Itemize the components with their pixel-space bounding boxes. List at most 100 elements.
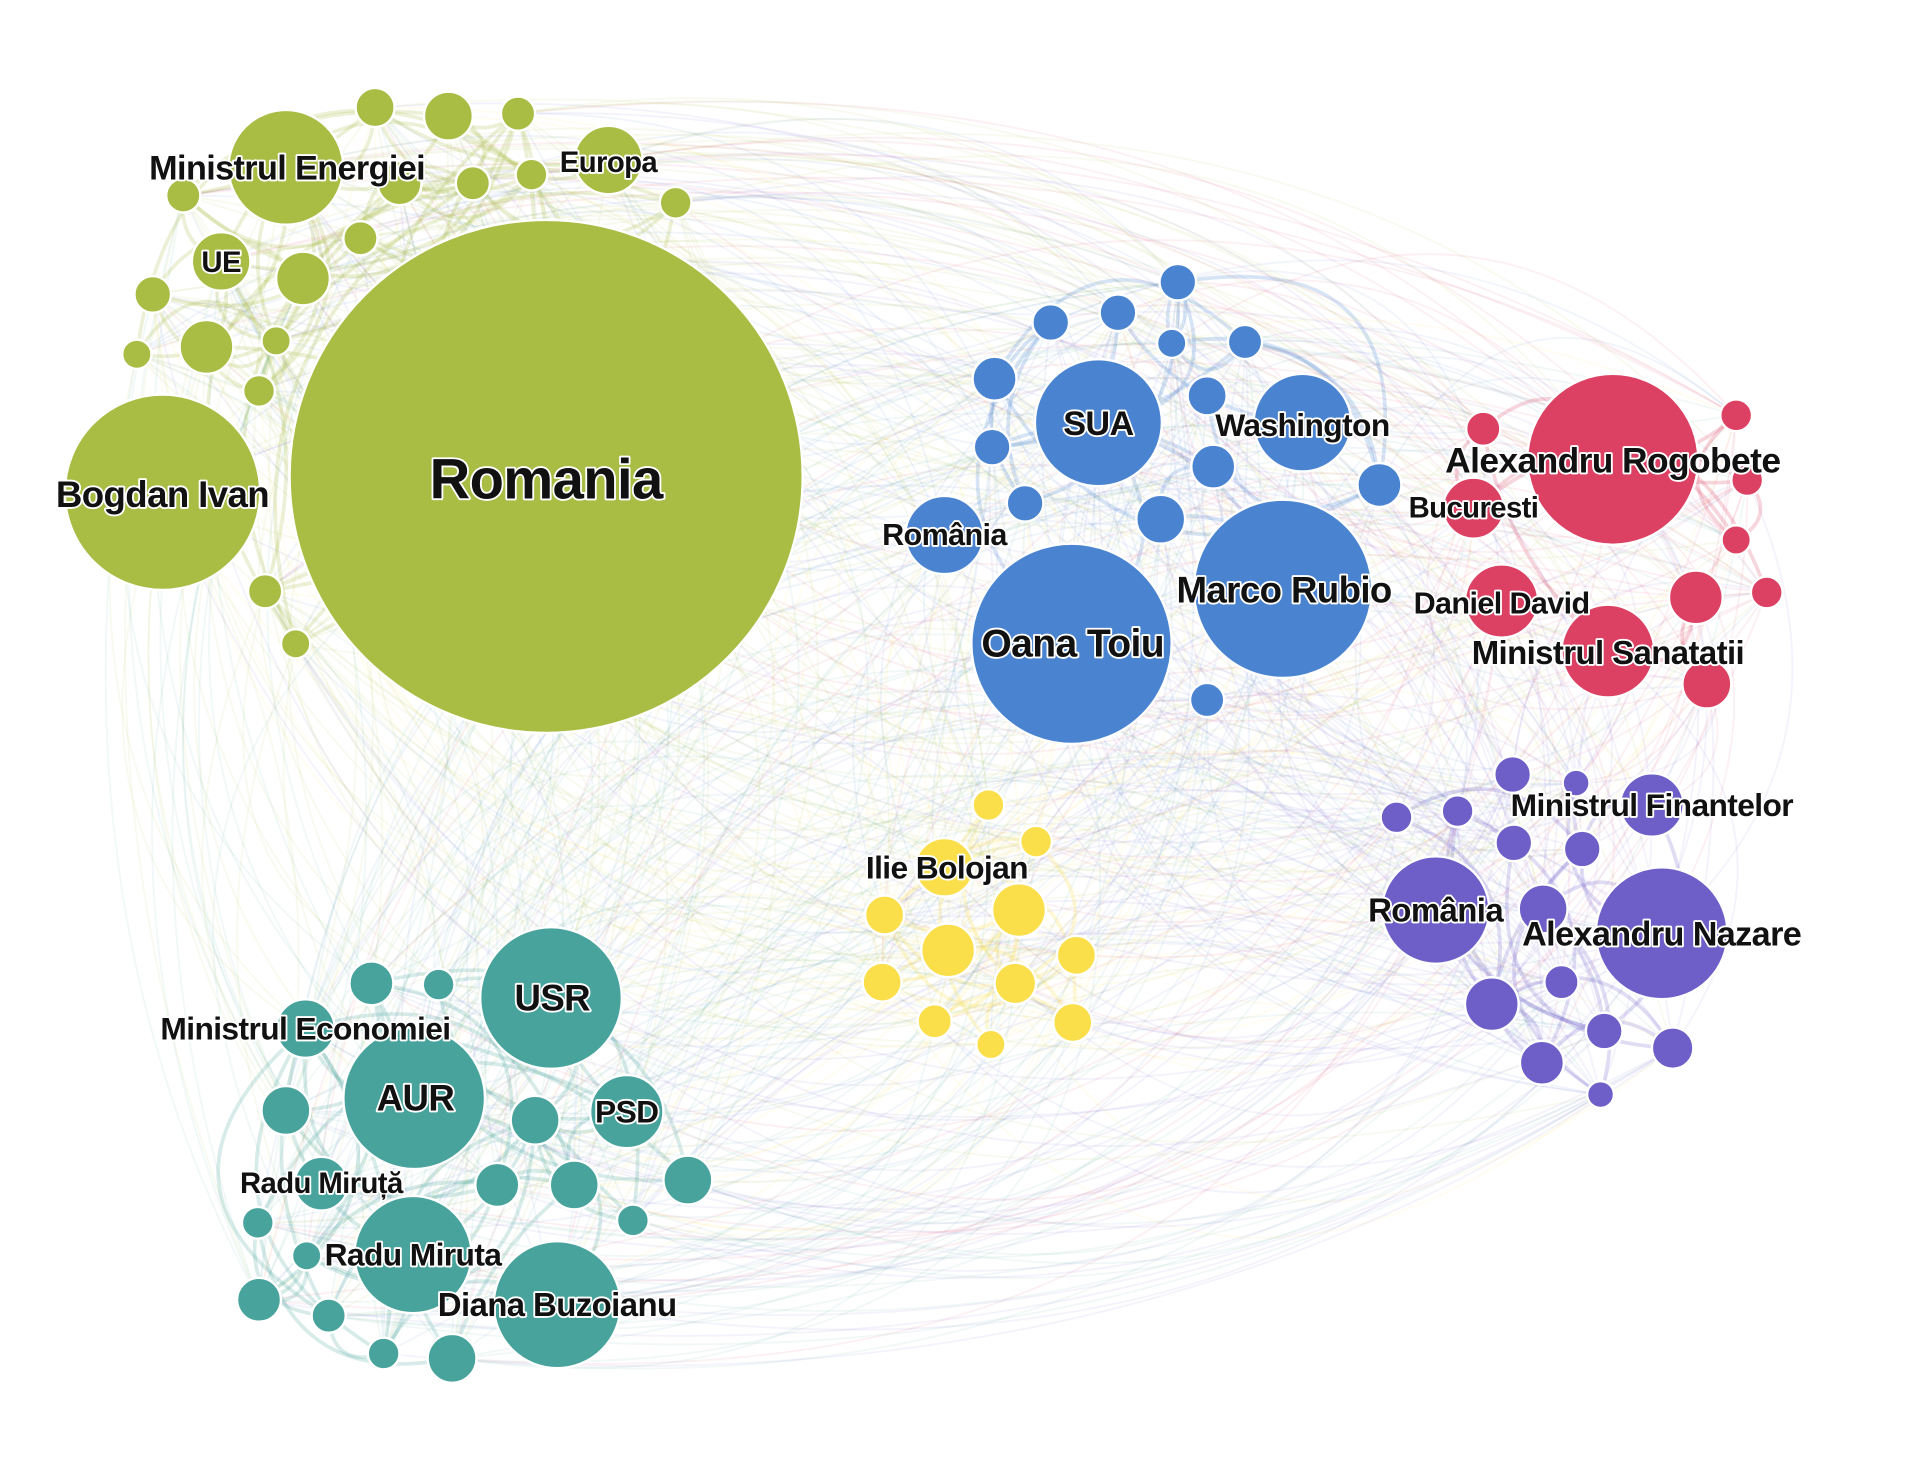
node[interactable] xyxy=(972,427,1012,467)
node-aur[interactable] xyxy=(342,1026,487,1171)
node[interactable] xyxy=(348,960,395,1007)
node[interactable] xyxy=(310,1297,347,1334)
node-romania[interactable] xyxy=(288,218,804,735)
node-sua[interactable] xyxy=(1033,357,1164,488)
node[interactable] xyxy=(474,1161,521,1209)
node[interactable] xyxy=(1135,493,1187,545)
node[interactable] xyxy=(615,1203,650,1238)
node[interactable] xyxy=(426,1332,478,1385)
node-ue[interactable] xyxy=(190,230,252,292)
node-europa[interactable] xyxy=(573,124,644,196)
node[interactable] xyxy=(1720,524,1753,556)
node[interactable] xyxy=(1749,575,1784,610)
node[interactable] xyxy=(246,572,284,610)
node[interactable] xyxy=(376,160,423,207)
node[interactable] xyxy=(354,86,396,129)
node[interactable] xyxy=(1730,462,1765,498)
node[interactable] xyxy=(164,177,202,214)
node[interactable] xyxy=(1518,1039,1566,1086)
node[interactable] xyxy=(1464,410,1502,448)
node[interactable] xyxy=(1356,461,1403,509)
node[interactable] xyxy=(1719,398,1754,433)
node-românia[interactable] xyxy=(1380,855,1491,966)
node-bogdan-ivan[interactable] xyxy=(63,393,262,592)
node[interactable] xyxy=(1494,823,1534,863)
node[interactable] xyxy=(509,1094,561,1146)
node[interactable] xyxy=(1650,1026,1695,1071)
node[interactable] xyxy=(514,157,549,192)
node[interactable] xyxy=(1681,658,1733,710)
node-bucuresti[interactable] xyxy=(1441,476,1506,540)
node-radu-miruta[interactable] xyxy=(353,1194,473,1315)
node[interactable] xyxy=(342,219,379,257)
node[interactable] xyxy=(235,1276,283,1323)
node[interactable] xyxy=(971,787,1006,823)
node-ministrul-sanatatii[interactable] xyxy=(1560,603,1656,699)
node[interactable] xyxy=(971,355,1018,402)
node[interactable] xyxy=(454,164,492,202)
node[interactable] xyxy=(662,1154,714,1206)
node-ilie-bolojan[interactable] xyxy=(913,836,975,898)
node[interactable] xyxy=(1051,1001,1094,1044)
node[interactable] xyxy=(1463,976,1520,1033)
node[interactable] xyxy=(1055,934,1098,977)
node-usr[interactable] xyxy=(478,925,624,1071)
node-daniel-david[interactable] xyxy=(1463,563,1540,639)
node[interactable] xyxy=(990,881,1048,939)
node-ministrul-economiei[interactable] xyxy=(274,998,336,1060)
node-alexandru-rogobete[interactable] xyxy=(1526,372,1700,547)
node[interactable] xyxy=(1188,681,1226,719)
node[interactable] xyxy=(1562,829,1602,869)
node[interactable] xyxy=(499,95,537,132)
node[interactable] xyxy=(120,338,153,371)
node-washington[interactable] xyxy=(1252,372,1353,473)
node[interactable] xyxy=(1031,302,1071,343)
node[interactable] xyxy=(1561,768,1591,798)
node[interactable] xyxy=(863,894,906,936)
node[interactable] xyxy=(974,1028,1007,1061)
node-psd[interactable] xyxy=(588,1073,665,1150)
node[interactable] xyxy=(993,961,1038,1006)
node[interactable] xyxy=(240,1205,275,1240)
node[interactable] xyxy=(1190,443,1237,490)
node[interactable] xyxy=(1005,483,1045,523)
node-diana-buzoianu[interactable] xyxy=(492,1239,622,1370)
node[interactable] xyxy=(1158,262,1198,302)
node[interactable] xyxy=(260,1084,312,1137)
node[interactable] xyxy=(1440,794,1475,829)
node[interactable] xyxy=(290,1239,323,1272)
node[interactable] xyxy=(279,627,312,660)
node-ministrul-energiei[interactable] xyxy=(227,108,345,226)
node[interactable] xyxy=(1585,1079,1616,1110)
node-marco-rubio[interactable] xyxy=(1192,498,1374,680)
node-radu-miruță[interactable] xyxy=(293,1155,350,1212)
node[interactable] xyxy=(274,250,332,307)
node[interactable] xyxy=(260,324,293,357)
node-alexandru-nazare[interactable] xyxy=(1594,866,1729,1001)
node[interactable] xyxy=(1379,800,1414,835)
node[interactable] xyxy=(1517,883,1569,935)
node[interactable] xyxy=(421,967,456,1002)
node[interactable] xyxy=(658,185,693,220)
node[interactable] xyxy=(1493,754,1533,795)
node-românia[interactable] xyxy=(904,494,985,576)
node[interactable] xyxy=(1186,375,1228,417)
node-oana-toiu[interactable] xyxy=(970,542,1173,746)
node[interactable] xyxy=(1098,293,1138,333)
node[interactable] xyxy=(178,318,235,376)
node[interactable] xyxy=(1018,824,1054,859)
node[interactable] xyxy=(1543,963,1580,1001)
node-ministrul-finantelor[interactable] xyxy=(1618,772,1685,839)
node[interactable] xyxy=(133,274,173,314)
node[interactable] xyxy=(861,961,903,1003)
node[interactable] xyxy=(241,373,277,409)
node[interactable] xyxy=(1667,569,1724,626)
node[interactable] xyxy=(1155,327,1188,360)
node[interactable] xyxy=(548,1159,600,1211)
node[interactable] xyxy=(422,90,475,142)
node[interactable] xyxy=(1226,323,1264,361)
node[interactable] xyxy=(916,1002,954,1040)
node[interactable] xyxy=(366,1336,401,1371)
node[interactable] xyxy=(920,922,977,979)
node[interactable] xyxy=(1584,1011,1624,1051)
